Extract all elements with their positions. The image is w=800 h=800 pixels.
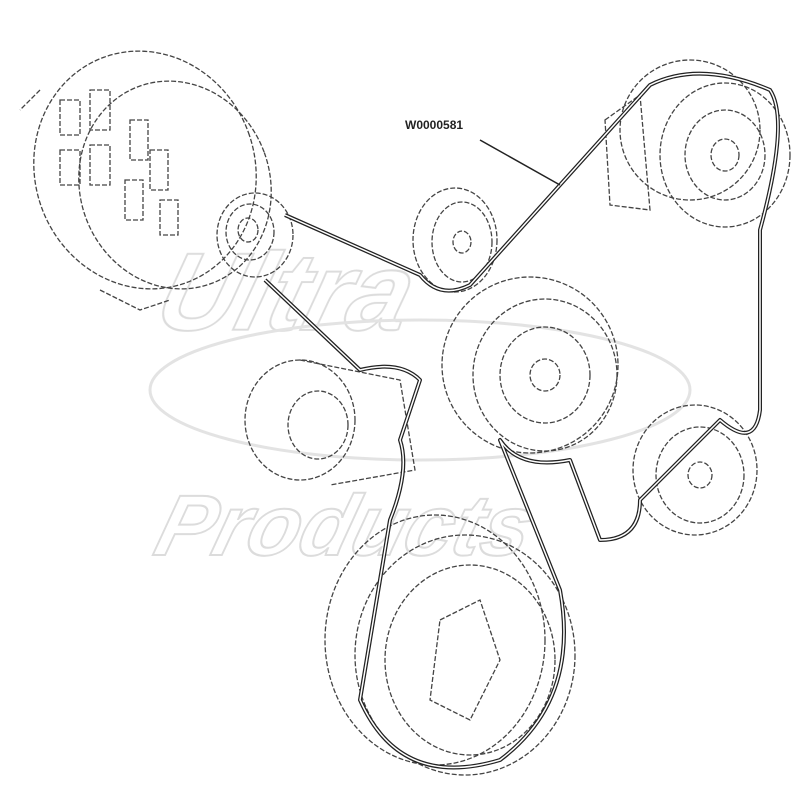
- part-number-callout: W0000581: [405, 118, 464, 132]
- svg-text:Products: Products: [146, 477, 544, 573]
- serpentine-belt: [263, 71, 780, 770]
- ac-compressor-pulley: [632, 404, 758, 536]
- alternator: [19, 50, 294, 311]
- watermark: Ultra Products: [144, 230, 692, 575]
- svg-text:Ultra: Ultra: [145, 231, 428, 354]
- belt-tensioner: [244, 359, 416, 486]
- power-steering-pulley: [604, 59, 791, 228]
- callout-leader-line: [479, 139, 561, 186]
- water-pump-pulley: [441, 276, 619, 454]
